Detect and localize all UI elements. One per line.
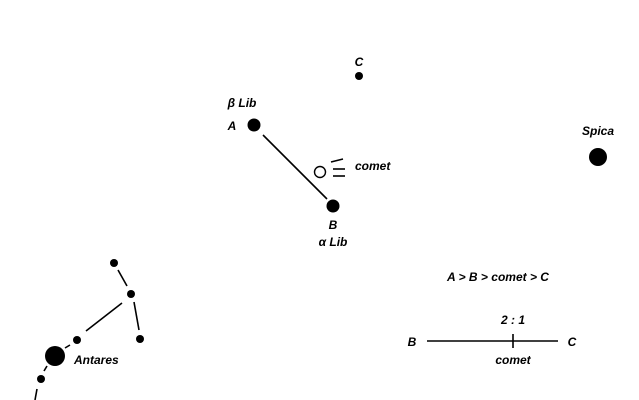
scorpius-star: [110, 259, 118, 267]
comet-tail-1: [330, 158, 344, 163]
line-a-b: [262, 134, 328, 200]
scorpius-line: [34, 388, 38, 400]
star-c: [355, 72, 363, 80]
brightness-order: A > B > comet > C: [446, 270, 549, 284]
label-beta-lib: β Lib: [227, 96, 257, 110]
scale-label-comet: comet: [495, 353, 531, 367]
label-a: A: [227, 119, 237, 133]
label-antares: Antares: [73, 353, 119, 367]
scorpius-line: [64, 344, 71, 349]
label-alpha-lib: α Lib: [319, 235, 348, 249]
scorpius-star: [136, 335, 144, 343]
scorpius-line: [85, 302, 123, 332]
scale-label-b: B: [408, 335, 417, 349]
star-a: [247, 118, 261, 132]
ratio-label: 2 : 1: [500, 313, 525, 327]
scorpius-star: [127, 290, 135, 298]
label-comet: comet: [355, 159, 391, 173]
scorpius-star: [73, 336, 81, 344]
comet-icon: [313, 165, 327, 179]
star-antares: [45, 346, 65, 366]
scorpius-star: [37, 375, 45, 383]
scorpius-line: [133, 301, 140, 331]
star-spica: [589, 148, 607, 166]
scorpius-line: [117, 269, 128, 287]
star-b: [326, 199, 340, 213]
label-b: B: [329, 218, 338, 232]
label-spica: Spica: [582, 124, 614, 138]
scorpius-line: [43, 365, 48, 372]
scale-label-c: C: [568, 335, 577, 349]
label-c: C: [355, 55, 364, 69]
